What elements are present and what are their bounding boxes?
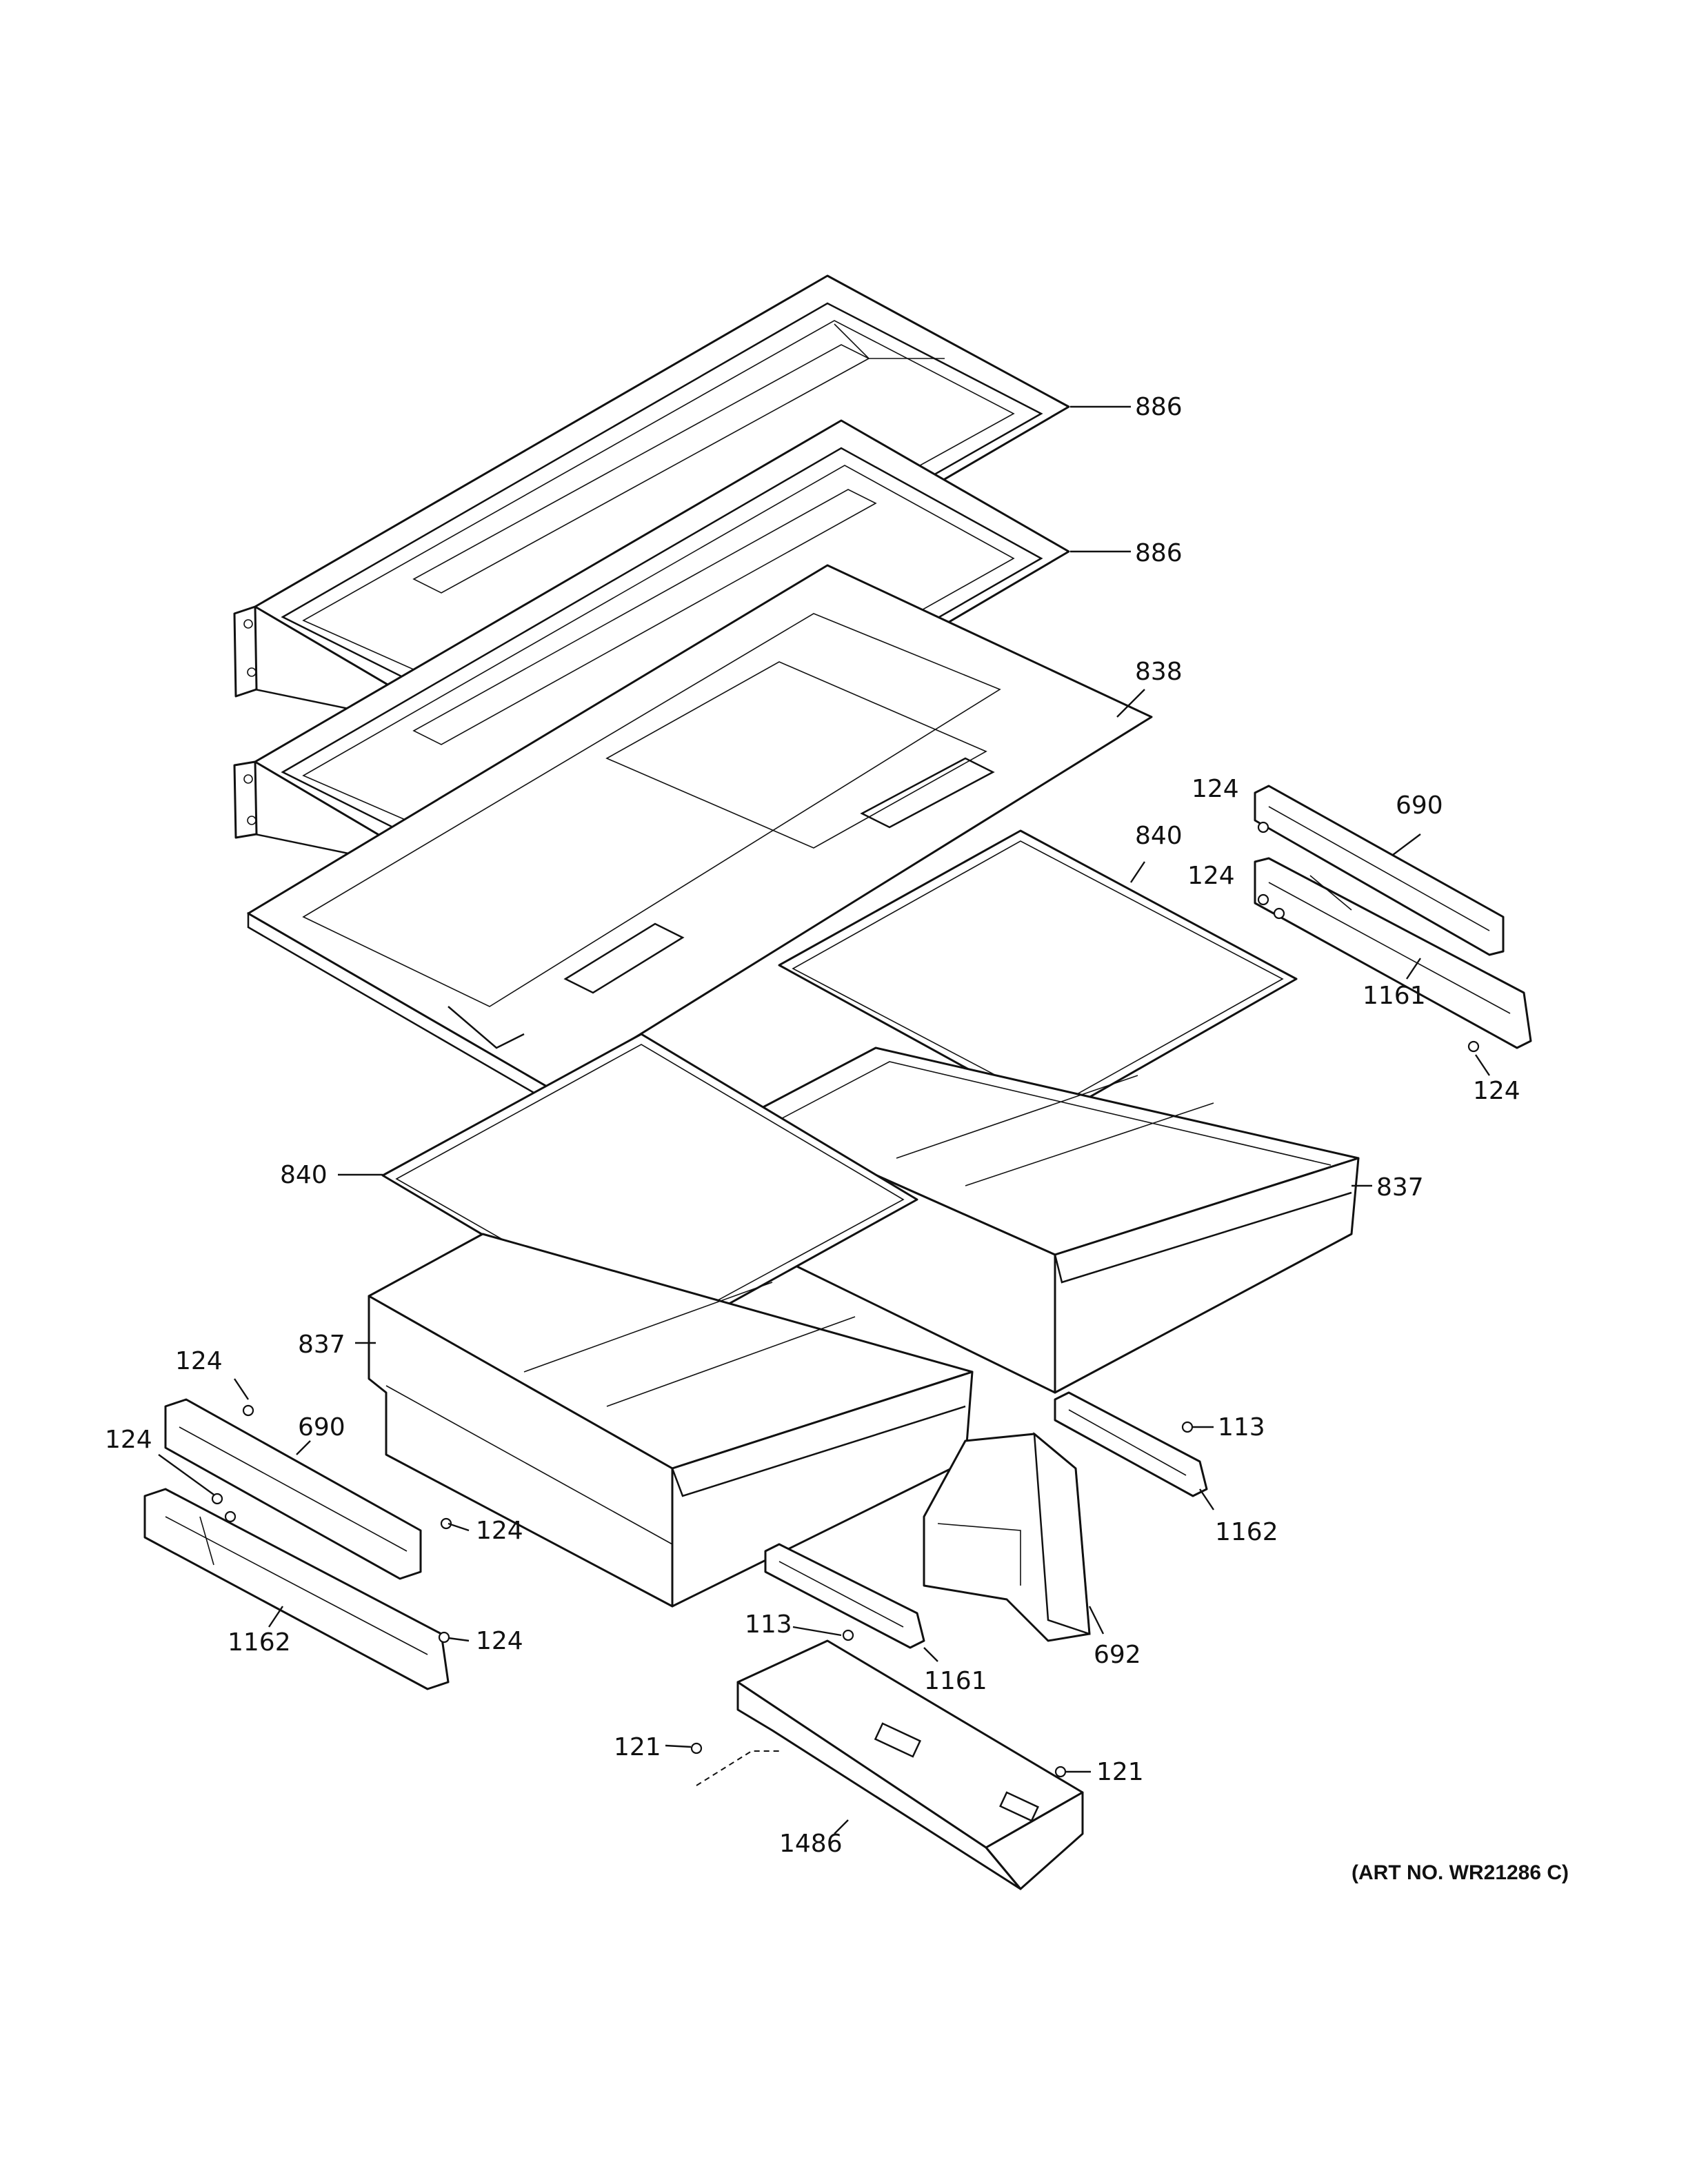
callout-113-right: 113 bbox=[1218, 1413, 1265, 1442]
callout-124-d: 124 bbox=[175, 1347, 223, 1375]
callout-690-left: 690 bbox=[298, 1413, 345, 1442]
screw-icon bbox=[224, 1510, 237, 1523]
screw-icon bbox=[1257, 821, 1269, 833]
callout-124-g: 124 bbox=[476, 1627, 523, 1655]
bottom-housing bbox=[696, 1639, 1084, 1890]
screw-icon bbox=[1273, 907, 1285, 920]
slide-rail-center-right bbox=[1054, 1391, 1208, 1497]
screw-icon bbox=[690, 1742, 703, 1755]
callout-692: 692 bbox=[1094, 1641, 1141, 1669]
slide-rail-upper-right bbox=[1254, 857, 1532, 1049]
callout-124-f: 124 bbox=[476, 1517, 523, 1545]
screw-icon bbox=[1054, 1766, 1067, 1778]
callout-837-left: 837 bbox=[298, 1331, 345, 1359]
callout-886-lower: 886 bbox=[1135, 539, 1183, 567]
callout-124-a: 124 bbox=[1192, 775, 1239, 803]
callout-124-c: 124 bbox=[1473, 1077, 1520, 1105]
callout-840-right: 840 bbox=[1135, 822, 1183, 850]
callout-1161-right: 1161 bbox=[1363, 982, 1426, 1010]
leader-lines bbox=[158, 405, 1490, 1834]
screw-icon bbox=[1467, 1040, 1480, 1053]
callout-837-right: 837 bbox=[1376, 1173, 1424, 1202]
rail-bracket-upper-right bbox=[1254, 785, 1505, 956]
callout-1161-center: 1161 bbox=[924, 1667, 987, 1695]
rail-bracket-lower-left bbox=[164, 1398, 422, 1580]
divider-panel bbox=[923, 1432, 1091, 1642]
screw-icon bbox=[242, 1404, 254, 1417]
callout-840-left: 840 bbox=[280, 1161, 328, 1189]
callout-121-left: 121 bbox=[614, 1733, 661, 1761]
slide-rail-lower-left bbox=[143, 1488, 450, 1690]
callout-113-center: 113 bbox=[745, 1610, 792, 1639]
screw-icon bbox=[1257, 893, 1269, 906]
callout-1162-left: 1162 bbox=[228, 1628, 291, 1657]
callout-1486: 1486 bbox=[779, 1830, 843, 1858]
callout-886-upper: 886 bbox=[1135, 393, 1183, 421]
screw-icon bbox=[440, 1517, 452, 1530]
screw-icon bbox=[842, 1629, 854, 1641]
callout-121-right: 121 bbox=[1096, 1758, 1144, 1786]
callout-124-e: 124 bbox=[105, 1426, 152, 1454]
screw-icon bbox=[211, 1493, 223, 1505]
callout-124-b: 124 bbox=[1187, 862, 1235, 890]
shelf-frame-lower bbox=[233, 419, 1070, 898]
shelf-frame-upper bbox=[233, 274, 1070, 758]
screw-icon bbox=[1181, 1421, 1194, 1433]
glass-shelf-upper bbox=[778, 829, 1298, 1118]
callout-690-right: 690 bbox=[1396, 791, 1443, 820]
art-number: (ART NO. WR21286 C) bbox=[1352, 1861, 1569, 1884]
slide-rail-center bbox=[764, 1543, 925, 1649]
screw-icons bbox=[211, 821, 1480, 1778]
callout-labels: 886 886 838 840 124 690 124 1161 124 837… bbox=[105, 393, 1520, 1858]
callout-838: 838 bbox=[1135, 658, 1183, 686]
screw-icon bbox=[438, 1631, 450, 1644]
callout-1162-right: 1162 bbox=[1215, 1518, 1278, 1546]
drawer-left bbox=[368, 1233, 974, 1608]
